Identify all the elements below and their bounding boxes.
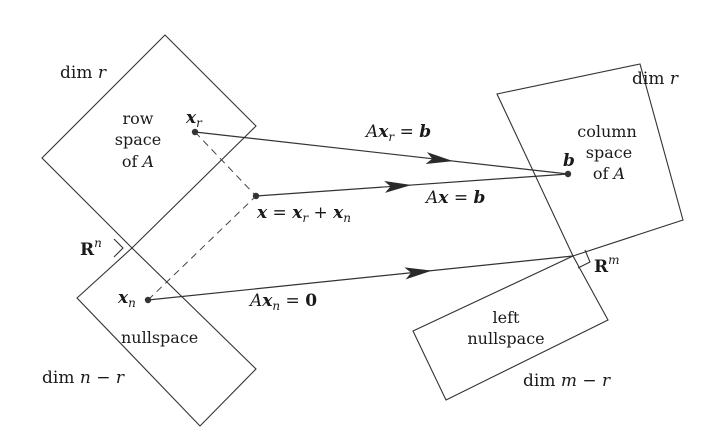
row-space-label-line1: row	[123, 109, 154, 128]
left-nullspace-box	[412, 255, 609, 401]
x-decomposition-label: x = xr + xn	[256, 203, 351, 225]
arrowhead-x-to-b	[384, 180, 412, 193]
row-space-label-line2: space	[115, 130, 161, 149]
left-nullspace-dim-label: dim m − r	[523, 371, 611, 391]
dashed-line-xr-to-x	[194, 131, 257, 197]
rm-label: Rm	[594, 253, 620, 277]
arrowhead-xn-to-zero	[404, 267, 432, 280]
rm-right-angle-mark	[577, 249, 591, 269]
arrow-line-x-to-b	[255, 173, 569, 197]
b-label: b	[563, 151, 575, 171]
column-space-label-line3: of A	[593, 164, 625, 183]
nullspace-box	[76, 247, 257, 427]
row-space-box	[41, 34, 257, 249]
point-xr	[191, 128, 199, 136]
arrow-line-xn-to-zero	[147, 255, 574, 301]
column-space-label-line1: column	[577, 122, 637, 141]
rn-label: Rn	[80, 236, 102, 260]
xn-label: xn	[117, 288, 136, 310]
point-xn	[144, 296, 152, 304]
arrowhead-xr-to-b	[425, 152, 454, 165]
column-space-label-line2: space	[586, 143, 632, 162]
equation-axn-eq-zero: Axn = 0	[248, 291, 317, 313]
point-x	[252, 192, 260, 200]
equation-ax-eq-b: Ax = b	[424, 188, 485, 208]
arrow-line-xr-to-b	[194, 131, 569, 175]
row-space-label-line3: of A	[122, 152, 154, 171]
left-nullspace-label-line2: nullspace	[467, 329, 544, 348]
column-space-box	[496, 63, 684, 257]
row-space-dim-label: dim r	[60, 63, 107, 83]
rn-right-angle-mark	[113, 238, 124, 258]
equation-axr-eq-b: Axr = b	[364, 122, 431, 144]
column-space-dim-label: dim r	[632, 69, 679, 89]
point-b	[564, 170, 572, 178]
dashed-line-xn-to-x	[147, 195, 257, 301]
nullspace-label: nullspace	[121, 328, 198, 347]
xr-label: xr	[185, 108, 203, 130]
left-nullspace-label-line1: left	[493, 308, 521, 327]
nullspace-dim-label: dim n − r	[42, 368, 125, 388]
